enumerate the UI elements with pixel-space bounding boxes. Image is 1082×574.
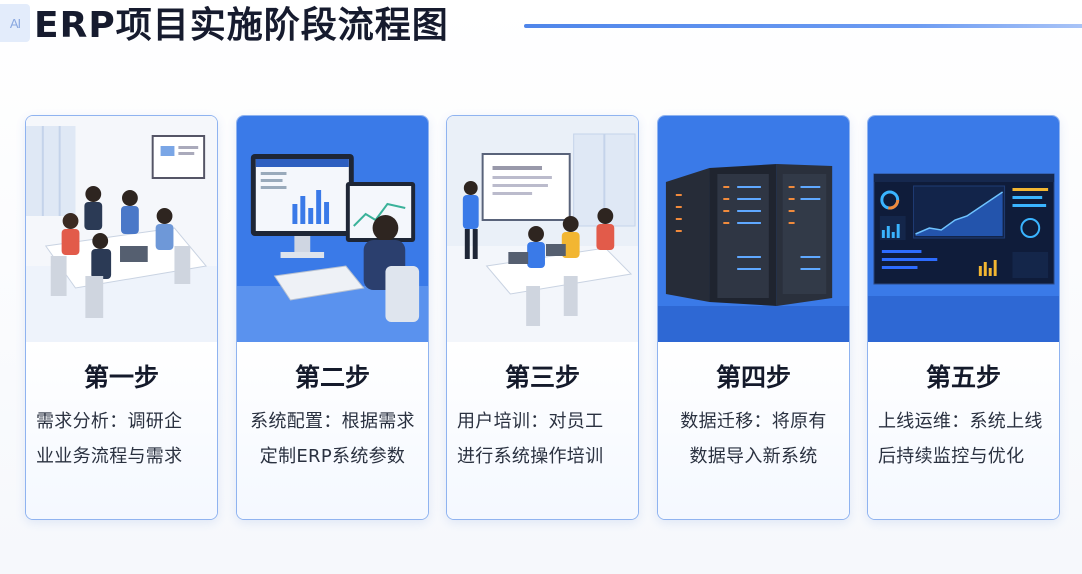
step-card-3: 第三步 用户培训：对员工 进行系统操作培训: [446, 115, 639, 520]
step-description-line-1: 系统配置：根据需求: [250, 411, 415, 432]
page-title: ERP项目实施阶段流程图: [34, 5, 449, 46]
server-rack-illustration: [658, 116, 849, 342]
step-description-line-1: 上线运维：系统上线: [878, 411, 1043, 432]
step-label: 第四步: [715, 363, 791, 392]
step-label: 第一步: [83, 363, 159, 392]
step-description: 上线运维：系统上线 后持续监控与优化: [878, 404, 1053, 474]
step-description-line-2: 进行系统操作培训: [457, 446, 604, 467]
step-description-line-2: 业业务流程与需求: [36, 446, 183, 467]
watermark-logo: AI: [0, 4, 30, 42]
step-description-line-1: 数据迁移：将原有: [680, 411, 827, 432]
step-description: 需求分析：调研企 业业务流程与需求: [36, 404, 211, 474]
step-card-4: 第四步 数据迁移：将原有 数据导入新系统: [657, 115, 850, 520]
monitoring-dashboard-illustration: [868, 116, 1059, 342]
step-card-1: 第一步 需求分析：调研企 业业务流程与需求: [25, 115, 218, 520]
computer-setup-illustration: [237, 116, 428, 342]
step-description-line-1: 需求分析：调研企: [36, 411, 183, 432]
step-description-line-2: 后持续监控与优化: [878, 446, 1025, 467]
step-description-line-2: 数据导入新系统: [689, 446, 818, 467]
step-description-line-2: 定制ERP系统参数: [259, 446, 406, 467]
step-description: 用户培训：对员工 进行系统操作培训: [457, 404, 632, 474]
meeting-illustration: [26, 116, 217, 342]
step-description-line-1: 用户培训：对员工: [457, 411, 604, 432]
steps-container: 第一步 需求分析：调研企 业业务流程与需求: [25, 115, 1061, 521]
training-illustration: [447, 116, 638, 342]
step-description: 系统配置：根据需求 定制ERP系统参数: [241, 404, 424, 474]
step-label: 第五步: [925, 363, 1001, 392]
step-card-5: 第五步 上线运维：系统上线 后持续监控与优化: [867, 115, 1060, 520]
step-card-2: 第二步 系统配置：根据需求 定制ERP系统参数: [236, 115, 429, 520]
title-underline: [524, 24, 1082, 28]
step-description: 数据迁移：将原有 数据导入新系统: [662, 404, 845, 474]
step-label: 第三步: [504, 363, 580, 392]
step-label: 第二步: [294, 363, 370, 392]
